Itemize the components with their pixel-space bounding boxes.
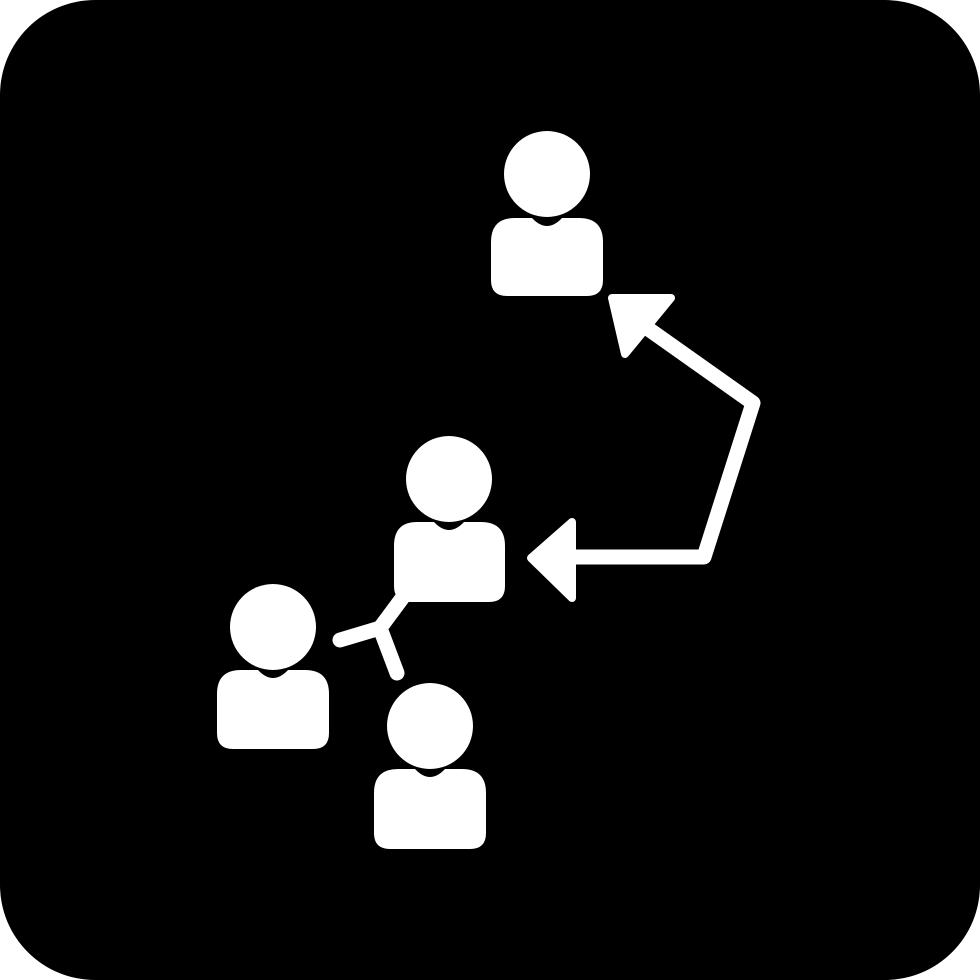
arrow-path: [558, 315, 761, 565]
middle-person-icon: [394, 436, 505, 602]
top-person-icon: [491, 131, 603, 296]
bent-arrow-connector: [527, 294, 761, 602]
arrow-head-left-icon: [527, 518, 576, 602]
branch-connector: [332, 589, 411, 681]
arrow-head-up-icon: [608, 294, 675, 358]
left-person-icon: [217, 584, 329, 749]
bottom-person-icon: [374, 683, 486, 849]
